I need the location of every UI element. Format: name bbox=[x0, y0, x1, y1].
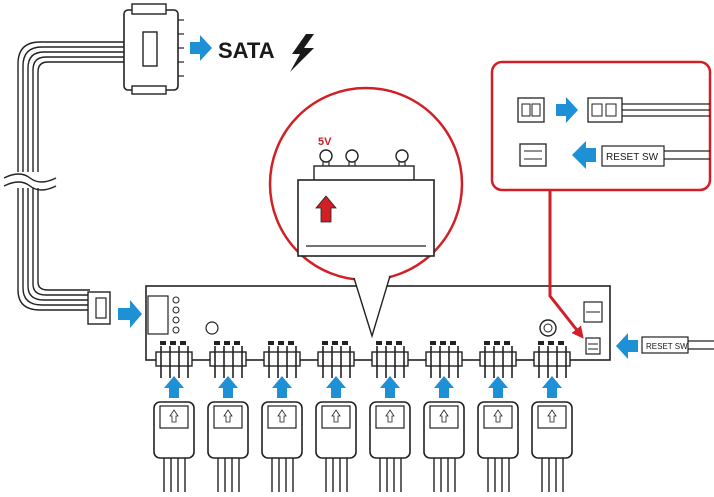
fan-header-5 bbox=[371, 351, 409, 367]
cable-break-mark bbox=[3, 172, 57, 191]
sata-connector bbox=[123, 3, 184, 95]
fan-pin-mark bbox=[268, 341, 274, 345]
reset-switch-inset: RESET SW bbox=[490, 60, 712, 192]
fan-header-6 bbox=[425, 351, 463, 367]
arrow-up-icon bbox=[331, 409, 341, 423]
fan-pin-mark bbox=[180, 341, 186, 345]
fan-pin-mark bbox=[484, 341, 490, 345]
fan-pin-mark bbox=[386, 341, 392, 345]
arrow-right-icon bbox=[118, 300, 142, 328]
arrow-up-icon bbox=[547, 409, 557, 423]
fan-pin-mark bbox=[450, 341, 456, 345]
arrow-up-icon bbox=[315, 195, 337, 223]
arrow-up-icon bbox=[223, 409, 233, 423]
arrow-up-icon bbox=[218, 376, 238, 398]
reset-sw-inset-label: RESET SW bbox=[606, 152, 659, 163]
arrow-up-icon bbox=[380, 376, 400, 398]
fan-header-3 bbox=[263, 351, 301, 367]
arrow-up-icon bbox=[326, 376, 346, 398]
arrow-up-icon bbox=[488, 376, 508, 398]
voltage-label: 5V bbox=[318, 136, 332, 148]
fan-pin-mark bbox=[170, 341, 176, 345]
fan-headers bbox=[153, 341, 573, 492]
arrow-up-icon bbox=[272, 376, 292, 398]
arrow-right-icon bbox=[556, 97, 578, 123]
lightning-bolt-icon bbox=[290, 34, 314, 72]
zoom-callout: 5V bbox=[268, 86, 464, 339]
fan-pin-mark bbox=[538, 341, 544, 345]
fan-pin-mark bbox=[234, 341, 240, 345]
fan-pin-mark bbox=[332, 341, 338, 345]
fan-pin-mark bbox=[430, 341, 436, 345]
fan-pin-mark bbox=[160, 341, 166, 345]
fan-header-4 bbox=[317, 351, 355, 367]
reset-leader-line bbox=[548, 190, 584, 339]
fan-pin-mark bbox=[342, 341, 348, 345]
arrow-left-icon bbox=[572, 141, 596, 169]
hub-input-connector bbox=[87, 291, 111, 325]
arrow-up-icon bbox=[439, 409, 449, 423]
fan-header-2 bbox=[209, 351, 247, 367]
arrow-up-icon bbox=[434, 376, 454, 398]
arrow-up-icon bbox=[169, 409, 179, 423]
fan-pin-mark bbox=[396, 341, 402, 345]
arrow-up-icon bbox=[542, 376, 562, 398]
arrow-up-icon bbox=[277, 409, 287, 423]
fan-pin-mark bbox=[548, 341, 554, 345]
fan-pin-mark bbox=[214, 341, 220, 345]
arrow-right-icon bbox=[190, 35, 212, 61]
fan-header-8 bbox=[533, 351, 571, 367]
fan-pin-mark bbox=[322, 341, 328, 345]
fan-pin-mark bbox=[440, 341, 446, 345]
fan-header-1 bbox=[155, 351, 193, 367]
fan-header-7 bbox=[479, 351, 517, 367]
arrow-left-icon bbox=[616, 333, 638, 359]
fan-pin-mark bbox=[504, 341, 510, 345]
arrow-up-icon bbox=[164, 376, 184, 398]
arrow-up-icon bbox=[385, 409, 395, 423]
fan-pin-mark bbox=[558, 341, 564, 345]
sata-label: SATA bbox=[218, 38, 275, 63]
reset-sw-cable: RESET SW bbox=[641, 336, 714, 354]
fan-pin-mark bbox=[494, 341, 500, 345]
fan-pin-mark bbox=[376, 341, 382, 345]
fan-pin-mark bbox=[278, 341, 284, 345]
arrow-up-icon bbox=[493, 409, 503, 423]
fan-pin-mark bbox=[224, 341, 230, 345]
fan-pin-mark bbox=[288, 341, 294, 345]
reset-sw-label: RESET SW bbox=[646, 342, 688, 351]
